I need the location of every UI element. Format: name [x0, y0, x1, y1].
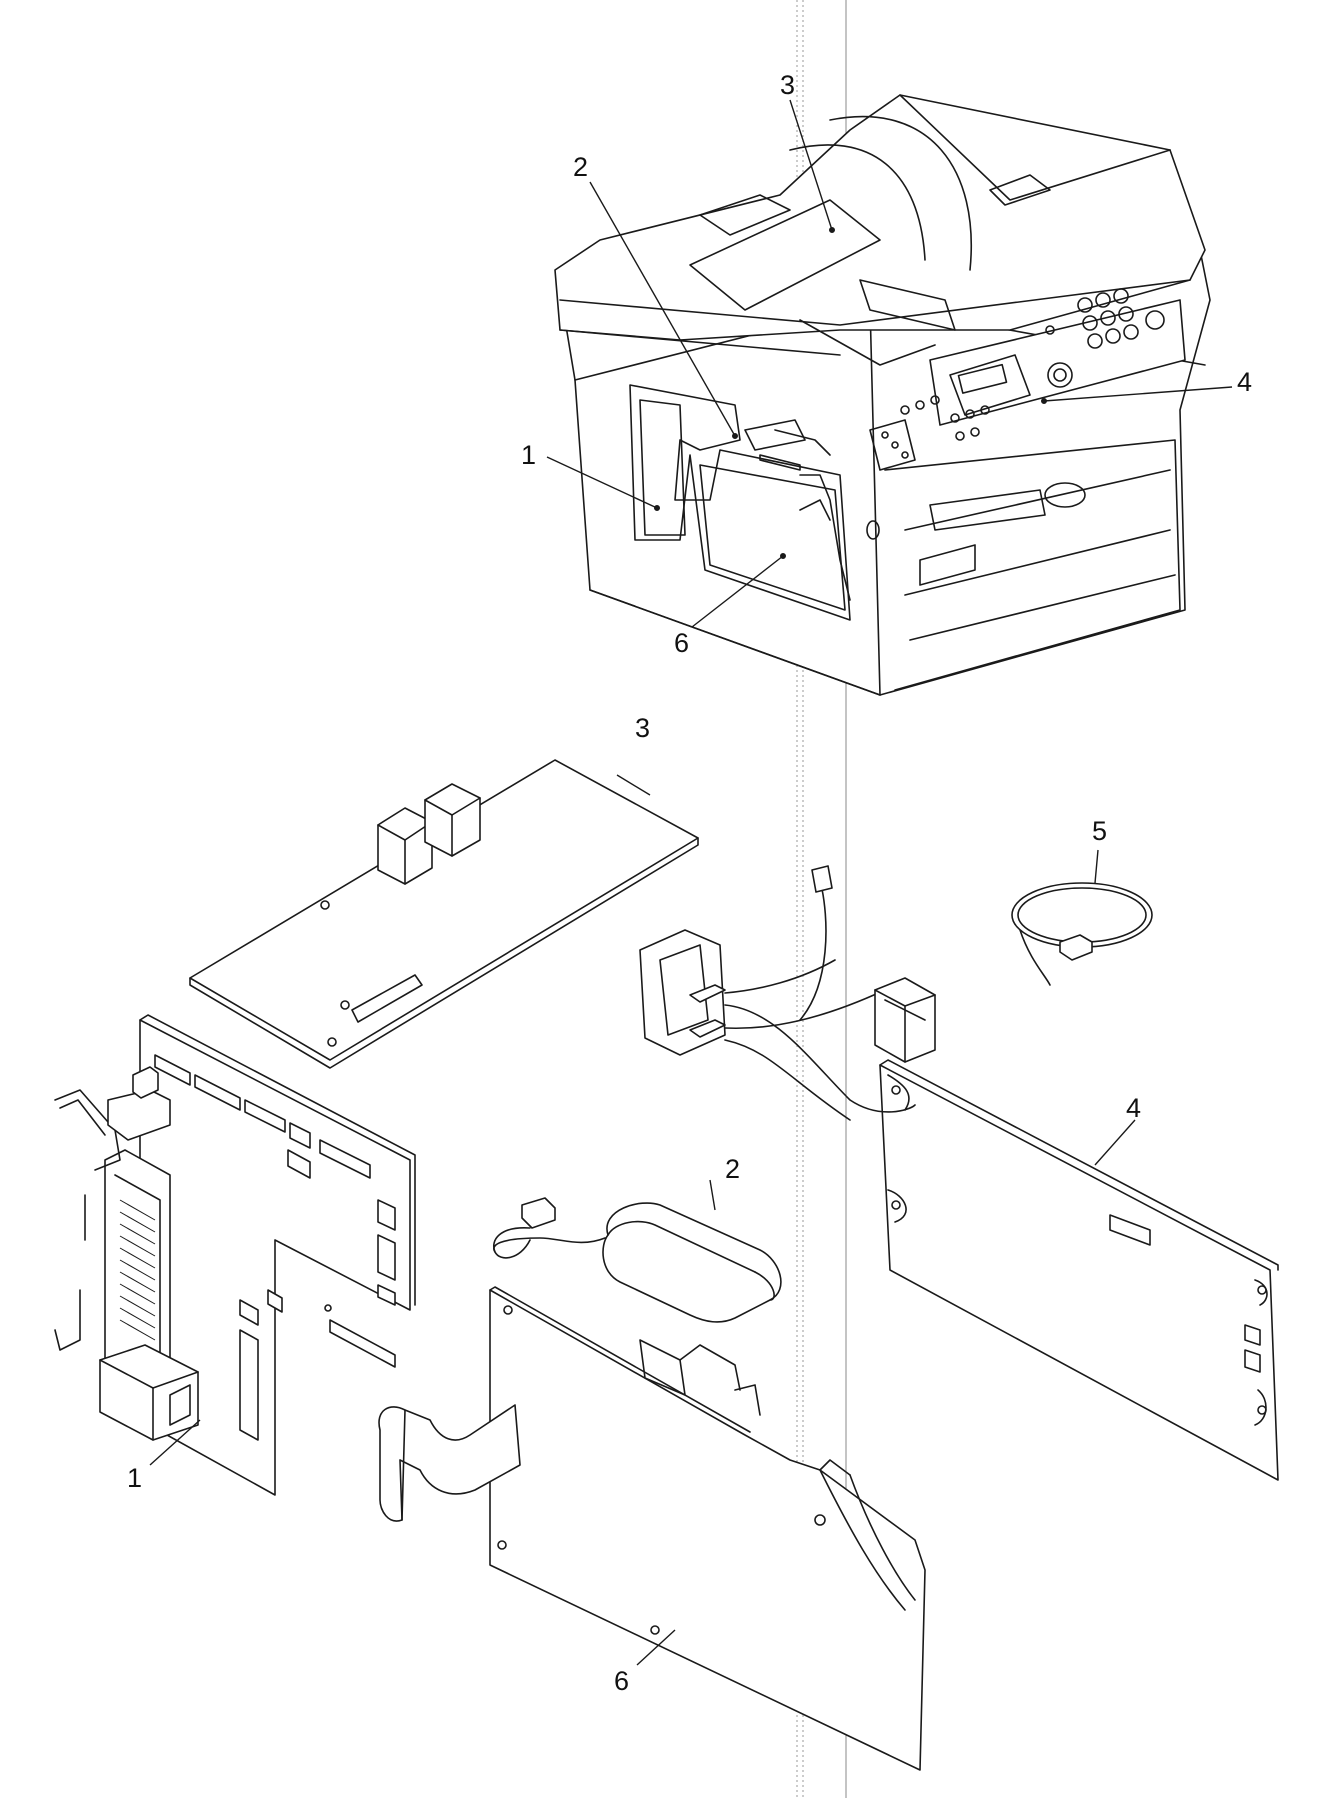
machine-assembly-drawing	[554, 94, 1211, 696]
part-2-battery	[493, 1197, 782, 1323]
callout-part-4: 4	[1126, 1093, 1141, 1123]
callout-part-5: 5	[1092, 816, 1107, 846]
part-4-leader	[1094, 1119, 1136, 1166]
callout-machine-1: 1	[521, 440, 536, 470]
part-4-power-board-and-harness	[639, 865, 1279, 1481]
callout-machine-6: 6	[674, 628, 689, 658]
callout-machine-2: 2	[573, 152, 588, 182]
part-3-main-pcb	[189, 759, 699, 1069]
part-6-leader	[636, 1629, 676, 1666]
part-5-leader	[1094, 849, 1099, 884]
callout-machine-4: 4	[1237, 367, 1252, 397]
machine-callout-labels: 3 2 4 1 6	[521, 70, 1252, 658]
callout-part-2: 2	[725, 1154, 740, 1184]
part-5-cable-tie	[1011, 882, 1153, 986]
callout-part-1: 1	[127, 1463, 142, 1493]
callout-part-3: 3	[635, 713, 650, 743]
callout-part-6: 6	[614, 1666, 629, 1696]
part-3-leader	[616, 774, 651, 796]
part-2-leader	[709, 1179, 716, 1211]
machine-callout-leaders	[546, 99, 1233, 628]
part-6-board-with-flex-cable	[378, 1286, 926, 1771]
callout-machine-3: 3	[780, 70, 795, 100]
part-1-leader	[149, 1419, 201, 1466]
part-1-interface-board	[54, 1014, 416, 1496]
